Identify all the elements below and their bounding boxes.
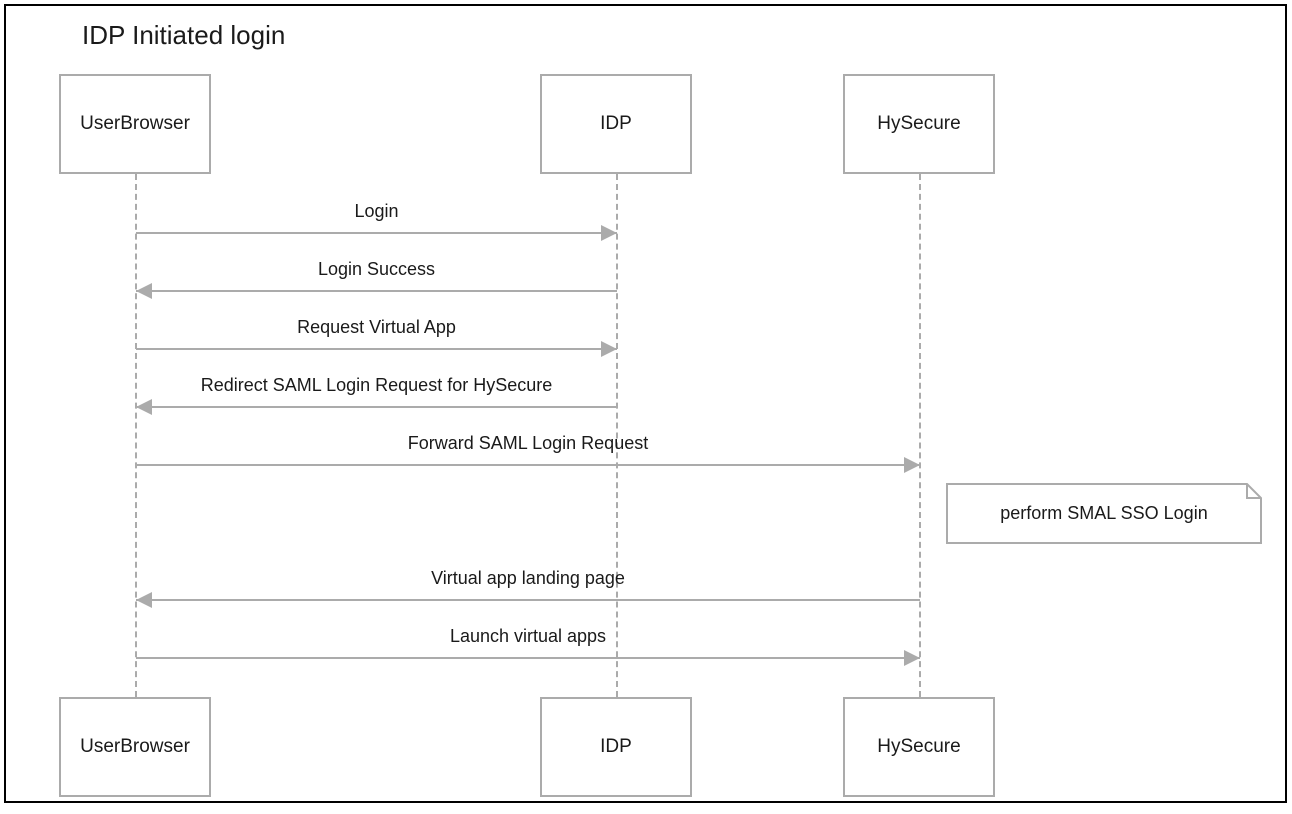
arrowhead-left-6 — [136, 592, 152, 608]
message-line-5 — [136, 464, 920, 466]
message-label-6: Virtual app landing page — [431, 568, 625, 588]
message-label-3: Request Virtual App — [297, 317, 456, 337]
message-line-2 — [136, 290, 617, 292]
participant-box-userbrowser-bottom[interactable]: UserBrowser — [59, 697, 211, 797]
message-label-4: Redirect SAML Login Request for HySecure — [200, 375, 553, 395]
participant-box-userbrowser-top[interactable]: UserBrowser — [59, 74, 211, 174]
message-line-1 — [136, 232, 617, 234]
message-5-forward-saml-login-request[interactable]: Forward SAML Login Request — [136, 431, 920, 477]
lifeline-userbrowser — [135, 174, 137, 697]
note-text: perform SMAL SSO Login — [1000, 503, 1208, 523]
participant-label-userbrowser-bottom: UserBrowser — [80, 736, 190, 757]
participant-label-hysecure-top: HySecure — [877, 113, 961, 134]
message-label-1: Login — [354, 201, 399, 221]
note-shape-icon — [946, 483, 1262, 544]
participant-box-hysecure-top[interactable]: HySecure — [843, 74, 995, 174]
participant-box-hysecure-bottom[interactable]: HySecure — [843, 697, 995, 797]
message-4-redirect-saml-login-request[interactable]: Redirect SAML Login Request for HySecure — [136, 373, 617, 419]
message-line-7 — [136, 657, 920, 659]
message-7-launch-virtual-apps[interactable]: Launch virtual apps — [136, 624, 920, 670]
arrowhead-right-7 — [904, 650, 920, 666]
lifeline-idp — [616, 174, 618, 697]
message-line-4 — [136, 406, 617, 408]
participant-label-userbrowser-top: UserBrowser — [80, 113, 190, 134]
note-perform-sso-login[interactable]: perform SMAL SSO Login — [946, 483, 1262, 544]
arrowhead-right-3 — [601, 341, 617, 357]
page-title: IDP Initiated login — [82, 20, 286, 50]
diagram-frame — [4, 4, 1287, 803]
arrowhead-right-5 — [904, 457, 920, 473]
participant-box-idp-top[interactable]: IDP — [540, 74, 692, 174]
lifeline-hysecure — [919, 174, 921, 697]
message-line-6 — [136, 599, 920, 601]
participant-label-idp-top: IDP — [600, 113, 632, 134]
message-1-login[interactable]: Login — [136, 199, 617, 245]
message-2-login-success[interactable]: Login Success — [136, 257, 617, 303]
message-label-2: Login Success — [317, 259, 436, 279]
message-label-7: Launch virtual apps — [449, 626, 607, 646]
participant-label-hysecure-bottom: HySecure — [877, 736, 961, 757]
participant-label-idp-bottom: IDP — [600, 736, 632, 757]
arrowhead-right-1 — [601, 225, 617, 241]
arrowhead-left-4 — [136, 399, 152, 415]
participant-box-idp-bottom[interactable]: IDP — [540, 697, 692, 797]
message-6-virtual-app-landing-page[interactable]: Virtual app landing page — [136, 566, 920, 612]
message-3-request-virtual-app[interactable]: Request Virtual App — [136, 315, 617, 361]
message-label-5: Forward SAML Login Request — [407, 433, 649, 453]
arrowhead-left-2 — [136, 283, 152, 299]
message-line-3 — [136, 348, 617, 350]
